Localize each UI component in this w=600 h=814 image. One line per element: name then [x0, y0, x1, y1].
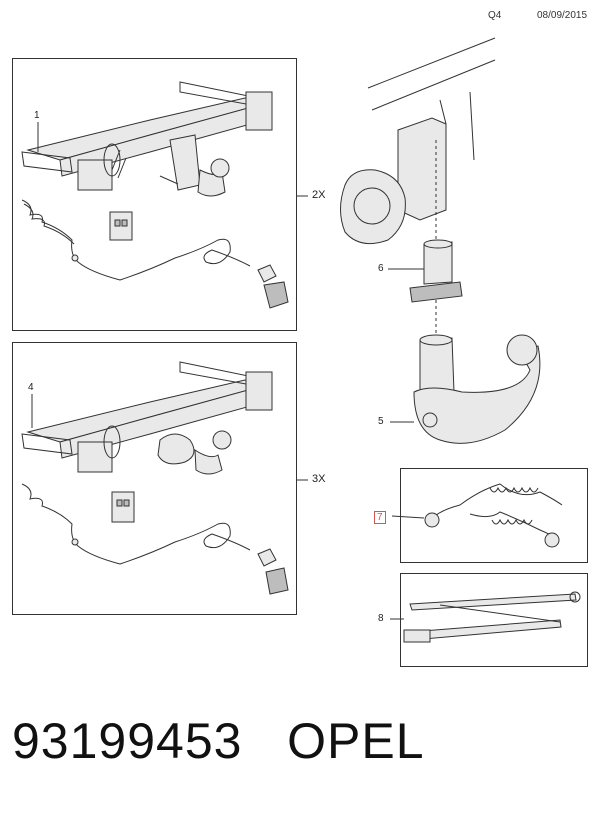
towbar-crossmember-lower — [21, 361, 273, 475]
quantity-lower: 3X — [312, 473, 326, 485]
safety-cable — [391, 483, 563, 548]
footer-title: 93199453 OPEL — [12, 712, 425, 770]
wiring-harness-lower — [21, 483, 289, 595]
callout-1: 1 — [34, 110, 40, 121]
safety-cable-box — [400, 468, 588, 563]
callout-8: 8 — [378, 613, 384, 624]
detachable-tow-ball — [390, 334, 541, 444]
callout-6: 6 — [378, 263, 384, 274]
tool-box — [400, 573, 588, 667]
kit-box-lower — [12, 342, 297, 615]
quantity-upper: 2X — [312, 189, 326, 201]
brand-name: OPEL — [287, 713, 425, 769]
callout-5: 5 — [378, 416, 384, 427]
vehicle-rear-section — [340, 37, 496, 335]
callout-4: 4 — [28, 382, 34, 393]
kit-box-upper — [12, 58, 297, 331]
quarter-label: Q4 — [488, 10, 502, 21]
callout-7[interactable]: 7 — [374, 511, 386, 524]
date-label: 08/09/2015 — [537, 10, 588, 21]
mounting-socket — [388, 239, 463, 303]
wiring-harness-upper — [21, 199, 289, 309]
towbar-crossmember-upper — [21, 81, 273, 197]
tool-bars — [390, 591, 581, 643]
part-number: 93199453 — [12, 713, 243, 769]
